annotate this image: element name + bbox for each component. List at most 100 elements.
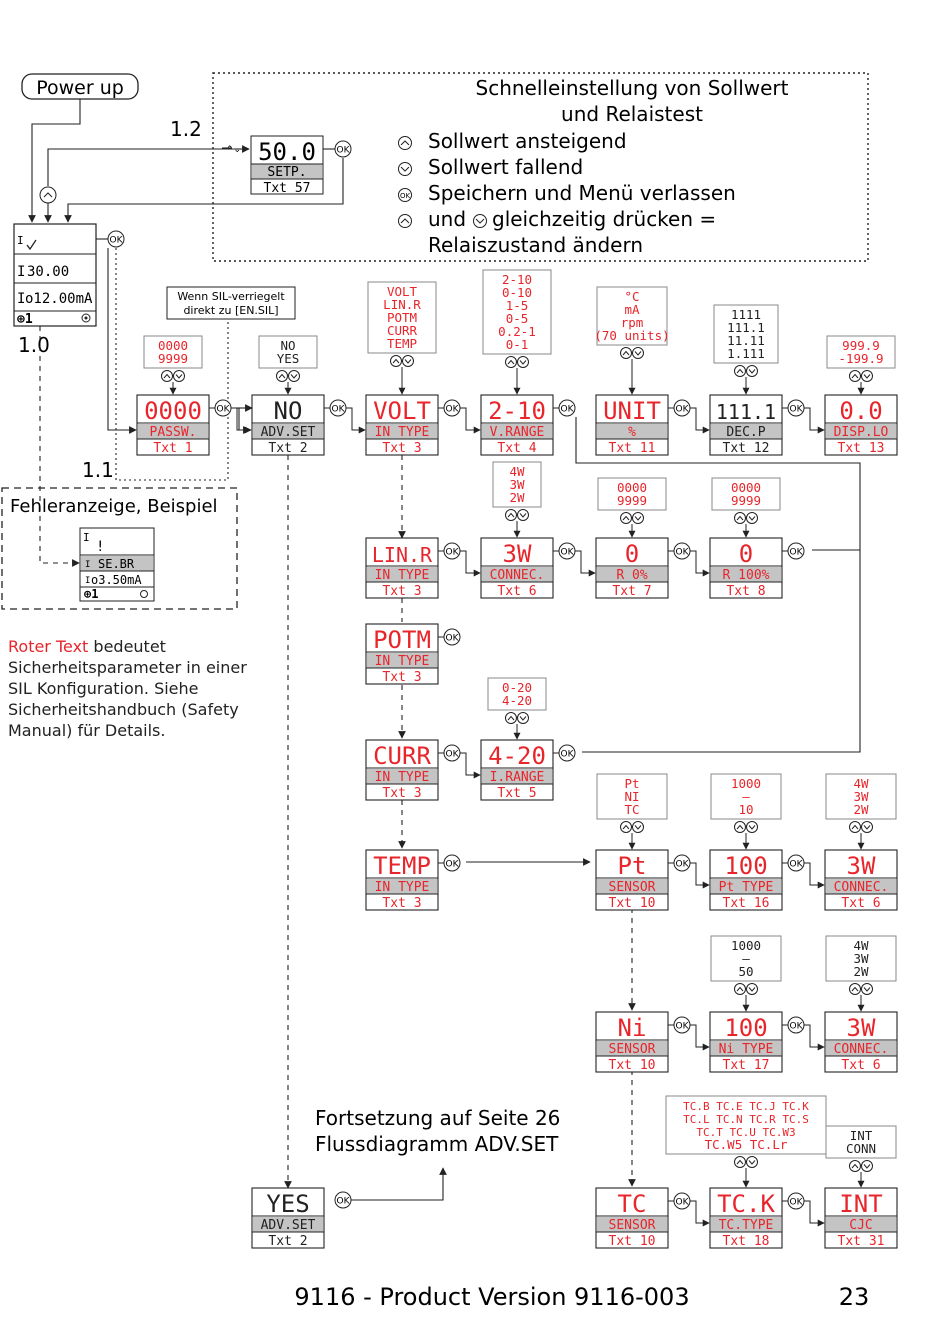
error-row-1: SE.BR <box>98 557 135 571</box>
irange-option: 4-20 <box>502 693 532 708</box>
volt-option: CURR <box>387 323 418 338</box>
ok-icon: OK <box>214 399 232 417</box>
svg-text:I: I <box>85 576 90 586</box>
sensor_ni-value: Ni <box>618 1014 647 1042</box>
up-down-buttons-icon <box>620 821 644 833</box>
svg-text:OK: OK <box>790 1022 804 1032</box>
irange-txt: Txt 5 <box>497 786 536 801</box>
temp-label: IN TYPE <box>375 880 430 895</box>
irange-value: 4-20 <box>488 742 546 770</box>
ok-icon: OK <box>787 1016 805 1034</box>
decp-option: 111.1 <box>727 320 765 335</box>
connec1-option: 4W <box>509 464 525 479</box>
ok-icon: OK <box>443 399 461 417</box>
advset-value: NO <box>274 397 303 425</box>
linr-value: LIN.R <box>372 543 433 567</box>
vrange-option: 1-5 <box>506 298 529 313</box>
svg-text:OK: OK <box>332 405 346 415</box>
decp-txt: Txt 12 <box>723 441 770 456</box>
up-down-buttons-icon <box>620 347 644 359</box>
unit-option: (70 units) <box>594 328 669 343</box>
unit-node: UNIT%Txt 11 <box>595 394 669 456</box>
potm-label: IN TYPE <box>375 654 430 669</box>
curr-value: CURR <box>373 742 431 770</box>
svg-text:OK: OK <box>446 634 460 644</box>
sil-note-box <box>166 286 296 320</box>
volt-value: VOLT <box>373 397 431 425</box>
up-down-buttons-icon <box>849 370 873 382</box>
svg-text:OK: OK <box>676 1198 690 1208</box>
main-display-row-2: o12.00mA <box>25 291 93 307</box>
vrange-option: 2-10 <box>502 272 532 287</box>
chevron-up-icon <box>398 214 412 228</box>
r100-value: 0 <box>739 540 753 568</box>
svg-text:I: I <box>17 264 25 280</box>
relay-icon: ⊕1 <box>84 587 98 601</box>
svg-text:OK: OK <box>217 405 231 415</box>
error-display: I ! I SE.BR I o3.50mA ⊕1 <box>79 527 155 602</box>
unit-option: °C <box>624 289 639 304</box>
up-down-buttons-icon <box>734 365 758 377</box>
unit-label: % <box>628 425 636 440</box>
decp-value: 111.1 <box>716 400 776 424</box>
label-1-0: 1.0 <box>18 333 50 357</box>
connec2-txt: Txt 6 <box>841 896 880 911</box>
up-down-buttons-icon <box>849 1160 873 1172</box>
main-display-row-1: 30.00 <box>27 264 69 280</box>
sensor_tc-txt: Txt 10 <box>609 1234 656 1249</box>
nitype-option: 50 <box>738 964 753 979</box>
connec3-option: 3W <box>853 951 869 966</box>
nitype-option: – <box>742 951 750 966</box>
volt-txt: Txt 3 <box>382 441 421 456</box>
error-example-title: Fehleranzeige, Beispiel <box>10 496 218 517</box>
advset-option: NO <box>280 338 295 353</box>
volt-label: IN TYPE <box>375 425 430 440</box>
ok-icon: OK <box>398 188 412 202</box>
side-note: Roter Text bedeutet Sicherheitsparameter… <box>8 636 258 741</box>
svg-text:OK: OK <box>446 405 460 415</box>
power-up-label: Power up <box>36 77 124 99</box>
error-row-2: o3.50mA <box>91 573 142 587</box>
svg-text:OK: OK <box>110 236 124 246</box>
irange-option: 0-20 <box>502 680 532 695</box>
advset_yes-txt: Txt 2 <box>268 1234 307 1249</box>
connec3-label: CONNEC. <box>834 1042 889 1057</box>
ok-icon: OK <box>443 854 461 872</box>
advset-label: ADV.SET <box>261 425 316 440</box>
svg-text:OK: OK <box>676 548 690 558</box>
r0-option: 9999 <box>617 493 647 508</box>
vrange-label: V.RANGE <box>490 425 545 440</box>
up-down-buttons-icon <box>734 1156 758 1168</box>
passw-label: PASSW. <box>150 425 197 440</box>
ok-icon: OK <box>673 854 691 872</box>
ok-icon: OK <box>787 1192 805 1210</box>
tctype-txt: Txt 18 <box>723 1234 770 1249</box>
sensor_tc-value: TC <box>618 1190 647 1218</box>
connec1-label: CONNEC. <box>490 568 545 583</box>
r100-node: 0R 100%Txt 8 <box>709 537 783 599</box>
unit-option: mA <box>624 302 640 317</box>
up-down-buttons-icon <box>390 355 414 367</box>
ok-icon: OK <box>673 1192 691 1210</box>
tctype-option: TC.L TC.N TC.R TC.S <box>683 1113 809 1126</box>
passw-txt: Txt 1 <box>153 441 192 456</box>
r100-option: 9999 <box>731 493 761 508</box>
linr-label: IN TYPE <box>375 568 430 583</box>
nitype-txt: Txt 17 <box>723 1058 770 1073</box>
error-example-box <box>1 487 238 610</box>
connec2-value: 3W <box>847 852 876 880</box>
passw-option: 0000 <box>158 338 188 353</box>
